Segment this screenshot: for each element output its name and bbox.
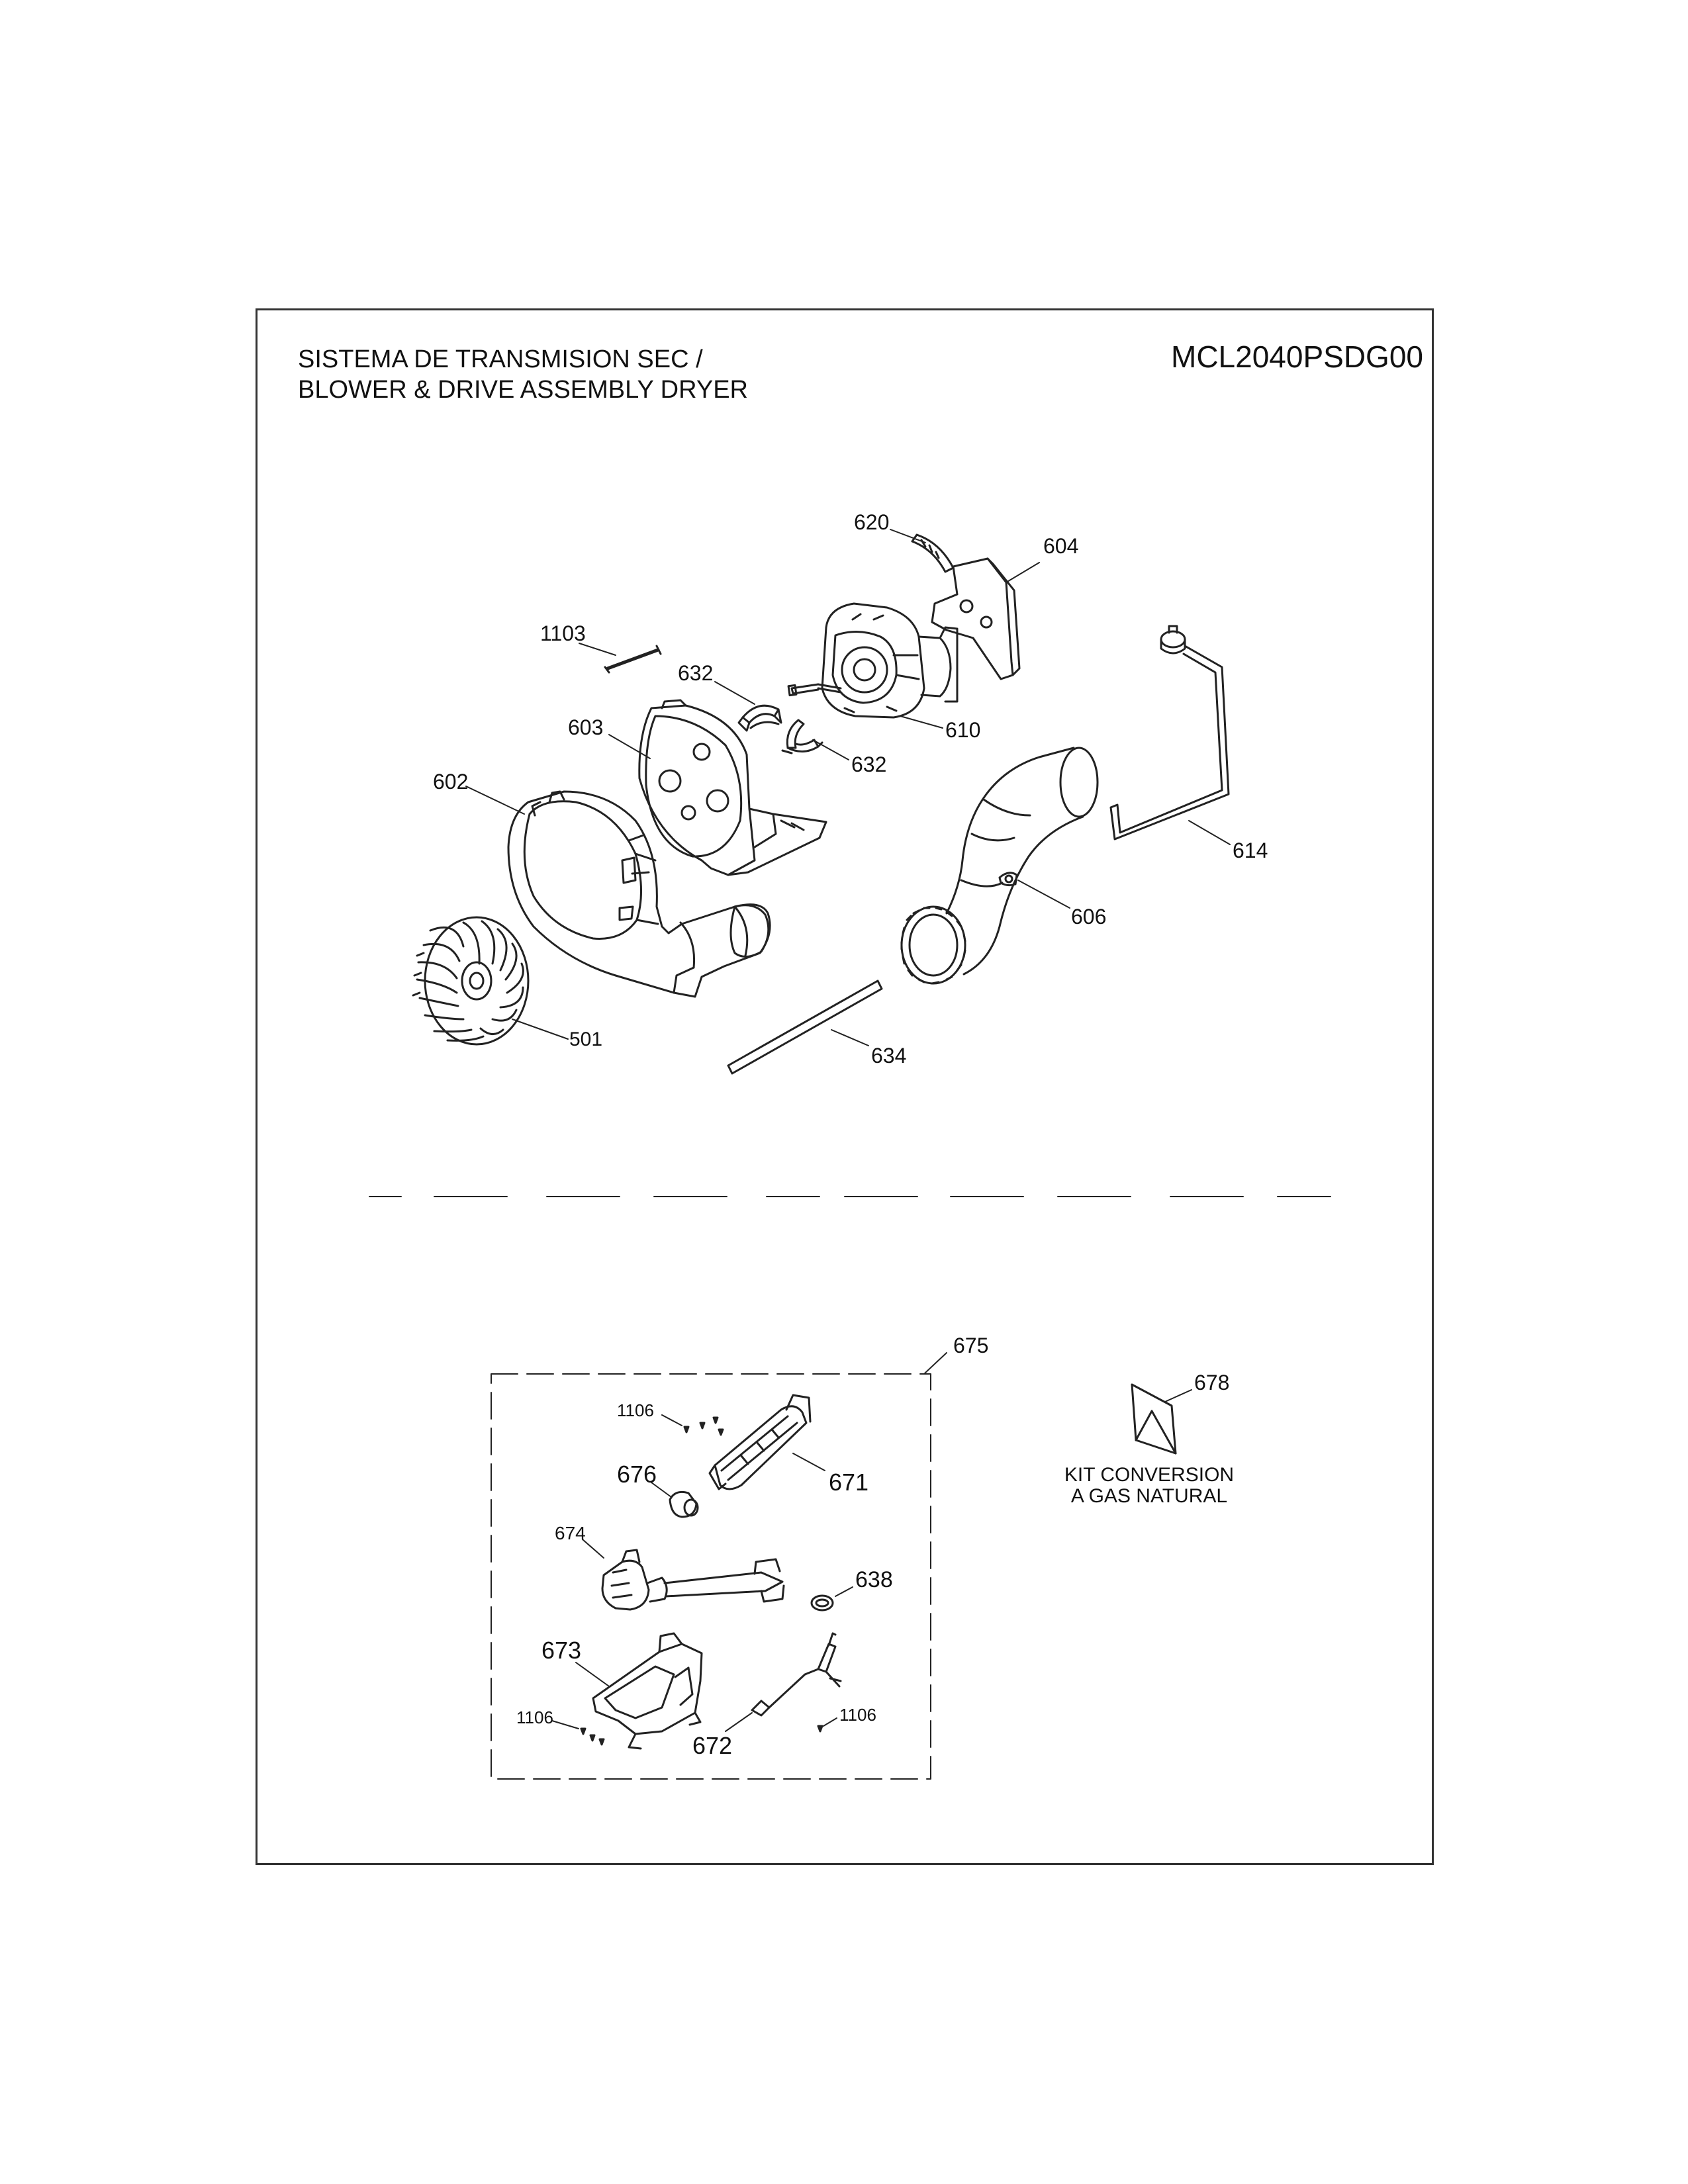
part-1103-bolt — [604, 645, 662, 674]
part-1106-screws-left — [580, 1727, 605, 1746]
callout-620: 620 — [854, 510, 889, 534]
part-672-igniter — [751, 1632, 842, 1717]
callout-676: 676 — [617, 1461, 657, 1488]
part-674-gas-valve — [601, 1549, 785, 1611]
callout-501: 501 — [569, 1028, 602, 1050]
part-1106-screws-top — [683, 1416, 724, 1436]
part-671-burner-tube — [708, 1394, 812, 1490]
callout-614: 614 — [1233, 839, 1268, 862]
part-602-blower-housing — [507, 790, 771, 998]
part-1106-screw-right — [817, 1725, 823, 1733]
callout-674: 674 — [555, 1523, 586, 1543]
title-line-2: BLOWER & DRIVE ASSEMBLY DRYER — [298, 376, 748, 404]
callout-606: 606 — [1071, 905, 1106, 929]
part-673-burner-bracket — [592, 1632, 703, 1750]
callout-678: 678 — [1194, 1371, 1229, 1394]
callout-labels: 620 604 1103 632 603 632 610 602 614 606… — [433, 510, 1268, 1759]
callout-604: 604 — [1043, 534, 1078, 558]
part-634-seal-strip — [727, 979, 883, 1075]
part-603-housing-plate — [638, 699, 827, 876]
title-line-1: SISTEMA DE TRANSMISION SEC / — [298, 345, 703, 373]
model-number: MCL2040PSDG00 — [1171, 340, 1423, 374]
kit-label-line-1: KIT CONVERSION — [1064, 1464, 1234, 1486]
kit-label-line-2: A GAS NATURAL — [1071, 1485, 1227, 1507]
part-632-bearing-lower — [781, 719, 823, 754]
callout-671: 671 — [829, 1469, 868, 1496]
part-501-blower-wheel — [412, 916, 530, 1046]
callout-675: 675 — [953, 1334, 988, 1357]
callout-1106-right: 1106 — [839, 1705, 876, 1725]
callout-673: 673 — [541, 1637, 581, 1664]
part-614-sensor-tube — [1109, 625, 1230, 841]
callout-1106-left: 1106 — [516, 1707, 553, 1727]
callout-638: 638 — [855, 1567, 893, 1592]
part-604-motor-bracket — [931, 557, 1021, 680]
callout-672: 672 — [692, 1732, 732, 1759]
part-606-exhaust-duct — [900, 747, 1099, 985]
part-678-conversion-kit — [1131, 1383, 1177, 1455]
callout-603: 603 — [568, 715, 603, 739]
part-676-orifice — [669, 1490, 699, 1518]
callout-610: 610 — [945, 718, 980, 742]
callout-632-upper: 632 — [678, 661, 713, 685]
diagram-frame — [256, 308, 1434, 1865]
part-638-o-ring — [810, 1594, 834, 1612]
diagram-title: SISTEMA DE TRANSMISION SEC / BLOWER & DR… — [298, 344, 748, 405]
callout-1103: 1103 — [540, 621, 586, 645]
kit-675-box — [491, 1373, 931, 1780]
callout-632-lower: 632 — [851, 752, 886, 776]
part-632-bearing-upper — [737, 704, 782, 732]
callout-602: 602 — [433, 770, 468, 794]
callout-1106-top: 1106 — [617, 1400, 654, 1420]
part-610-motor — [787, 602, 959, 719]
part-620-clip — [911, 533, 955, 573]
callout-634: 634 — [871, 1044, 906, 1068]
